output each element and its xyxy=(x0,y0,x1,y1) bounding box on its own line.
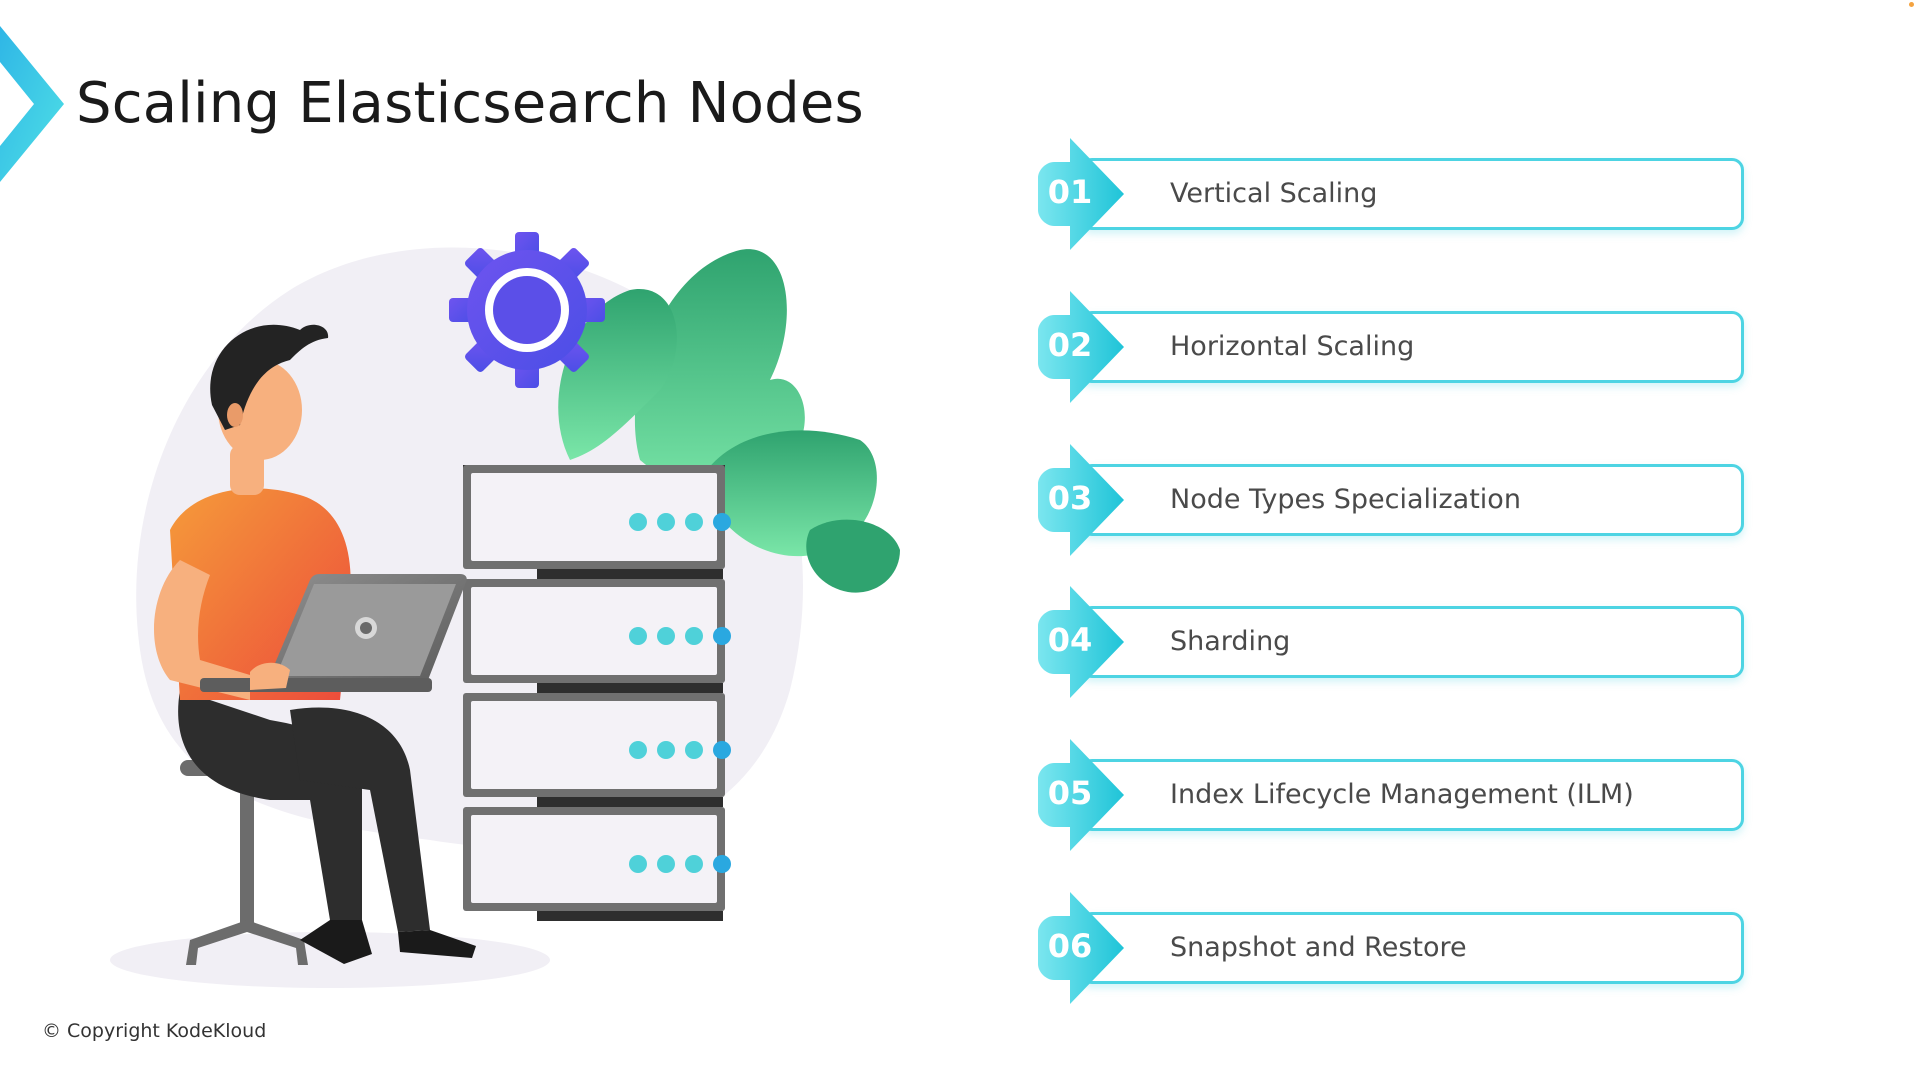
topic-box xyxy=(1080,912,1744,984)
topic-list: 01 Vertical Scaling 02 Horizontal Scalin… xyxy=(1030,136,1750,1016)
server-unit xyxy=(463,807,731,911)
list-item: 03 Node Types Specialization xyxy=(1030,442,1750,558)
topic-box xyxy=(1080,606,1744,678)
topic-box xyxy=(1080,464,1744,536)
chevron-right-icon xyxy=(0,26,64,182)
item-number: 04 xyxy=(1047,621,1093,659)
server-unit xyxy=(463,579,731,683)
number-badge xyxy=(1038,444,1124,556)
server-unit xyxy=(463,693,731,797)
item-label: Index Lifecycle Management (ILM) xyxy=(1170,779,1634,810)
item-label: Node Types Specialization xyxy=(1170,484,1521,515)
list-item: 05 Index Lifecycle Management (ILM) xyxy=(1030,737,1750,853)
item-label: Snapshot and Restore xyxy=(1170,932,1467,963)
number-badge xyxy=(1038,586,1124,698)
gear-icon xyxy=(449,232,605,388)
item-label: Vertical Scaling xyxy=(1170,178,1378,209)
hand-icon xyxy=(250,662,290,690)
number-badge xyxy=(1038,138,1124,250)
item-number: 01 xyxy=(1047,173,1093,211)
item-number: 05 xyxy=(1047,774,1093,812)
topic-box xyxy=(1080,311,1744,383)
server-rack-icon xyxy=(463,465,731,921)
topic-box xyxy=(1080,158,1744,230)
list-item: 01 Vertical Scaling xyxy=(1030,136,1750,252)
item-label: Sharding xyxy=(1170,626,1291,657)
server-unit xyxy=(463,465,731,569)
number-badge xyxy=(1038,892,1124,1004)
list-item: 02 Horizontal Scaling xyxy=(1030,289,1750,405)
list-item: 04 Sharding xyxy=(1030,584,1750,700)
number-badge xyxy=(1038,291,1124,403)
page-title: Scaling Elasticsearch Nodes xyxy=(76,71,864,136)
item-label: Horizontal Scaling xyxy=(1170,331,1415,362)
list-item: 06 Snapshot and Restore xyxy=(1030,890,1750,1006)
corner-dot-icon xyxy=(1909,2,1914,7)
number-badge xyxy=(1038,739,1124,851)
topic-box xyxy=(1080,759,1744,831)
person-laptop-server-illustration xyxy=(110,232,900,988)
item-number: 06 xyxy=(1047,927,1093,965)
item-number: 03 xyxy=(1047,479,1093,517)
plant-leaves-icon xyxy=(558,249,900,593)
item-number: 02 xyxy=(1047,326,1093,364)
copyright-text: © Copyright KodeKloud xyxy=(42,1020,267,1042)
